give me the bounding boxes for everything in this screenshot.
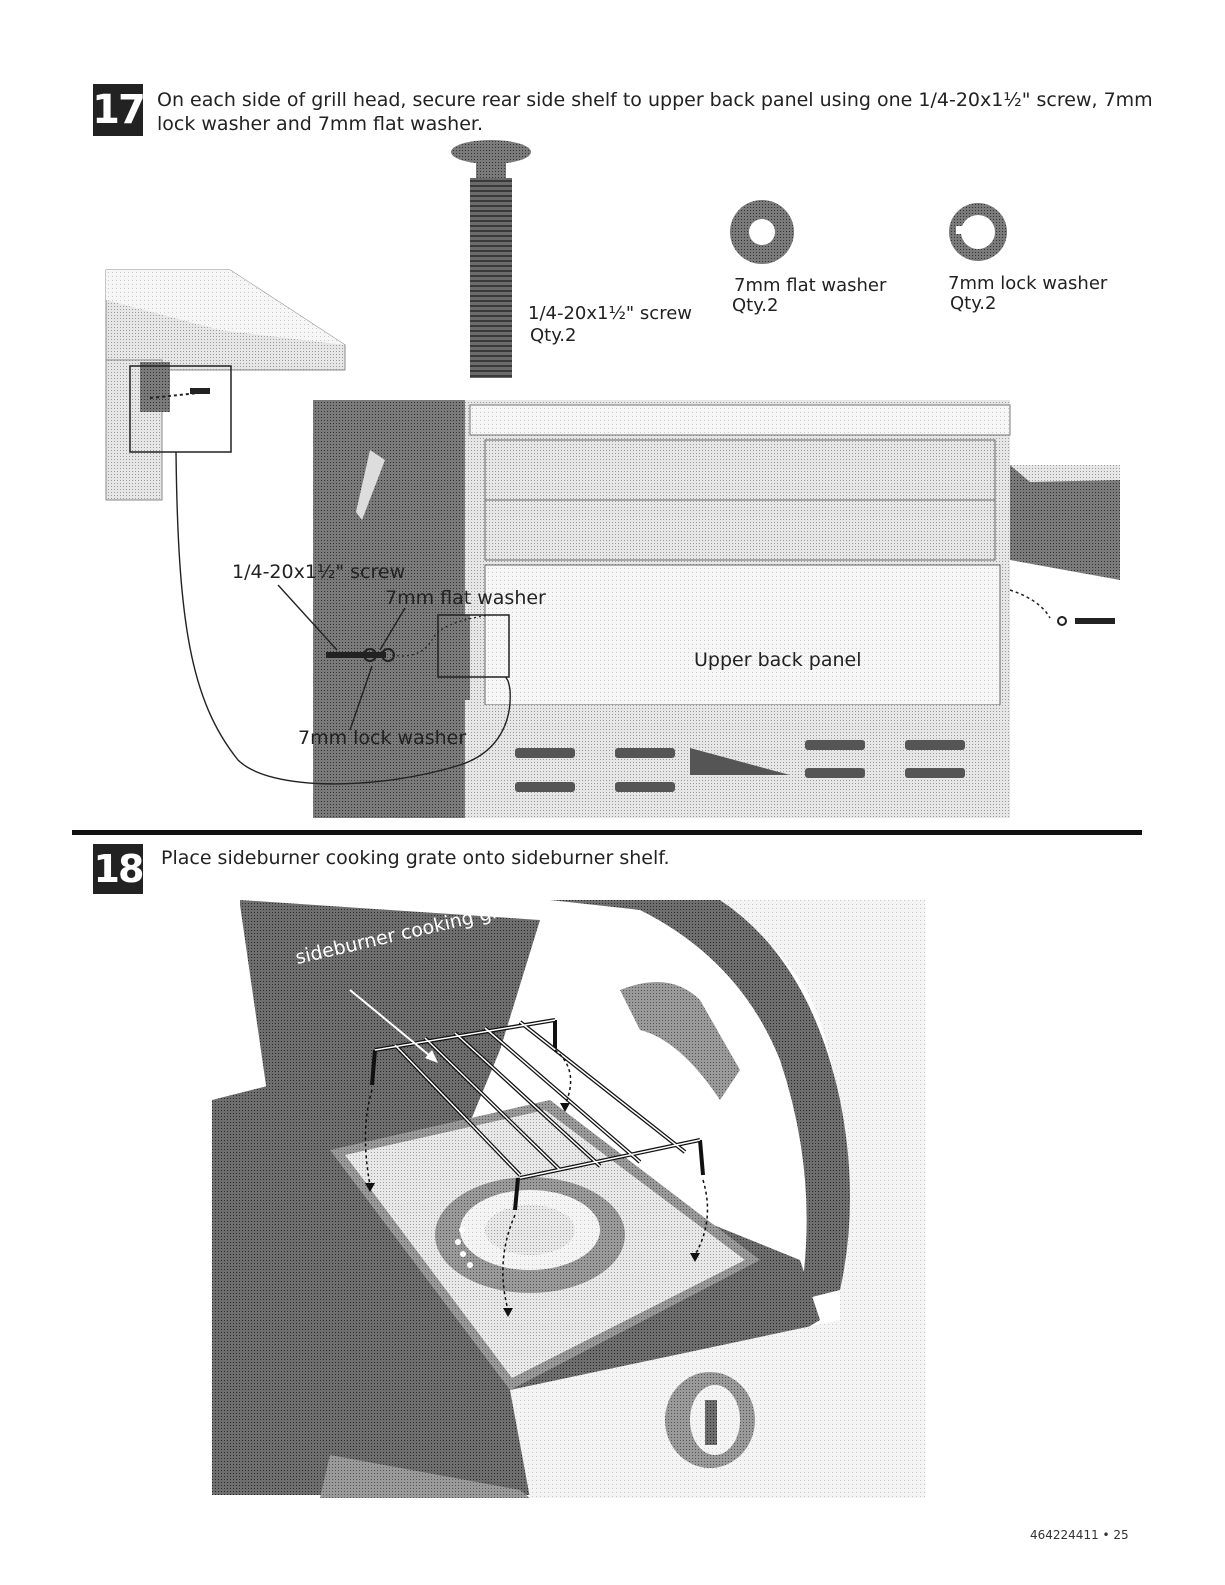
step-17-number: 17 [92, 87, 146, 133]
step-17-instruction: On each side of grill head, secure rear … [157, 89, 1153, 135]
page-footer: 464224411 • 25 [1030, 1528, 1129, 1542]
step-18-instruction: Place sideburner cooking grate onto side… [161, 847, 670, 869]
callout-upper-back-panel: Upper back panel [694, 649, 862, 671]
callout-flat-washer: 7mm flat washer [385, 587, 546, 609]
flat-washer-icon [730, 200, 794, 264]
step-17-illustration [105, 140, 1120, 818]
lock-washer-icon [949, 203, 1007, 261]
flat-washer-part-qty: Qty.2 [732, 295, 779, 316]
screw-part-qty: Qty.2 [530, 325, 577, 346]
step-18-illustration [200, 900, 925, 1498]
hardware-detail [326, 614, 491, 662]
screw-part-label: 1/4-20x1½" screw [528, 303, 692, 324]
lock-washer-part-qty: Qty.2 [950, 293, 997, 314]
section-divider [72, 830, 1142, 835]
shelf-bracket-detail [105, 269, 346, 501]
step-17-badge: 17 [92, 84, 146, 136]
lock-washer-part-label: 7mm lock washer [948, 273, 1108, 294]
flat-washer-part-label: 7mm flat washer [734, 275, 887, 296]
screw-part-icon [451, 140, 531, 378]
step-18-number: 18 [93, 847, 145, 891]
callout-screw: 1/4-20x1½" screw [232, 561, 406, 583]
callout-lock-washer: 7mm lock washer [298, 727, 467, 749]
grill-rear-view [313, 400, 1120, 818]
step-18-badge: 18 [93, 844, 145, 894]
leader-lines [175, 451, 511, 785]
